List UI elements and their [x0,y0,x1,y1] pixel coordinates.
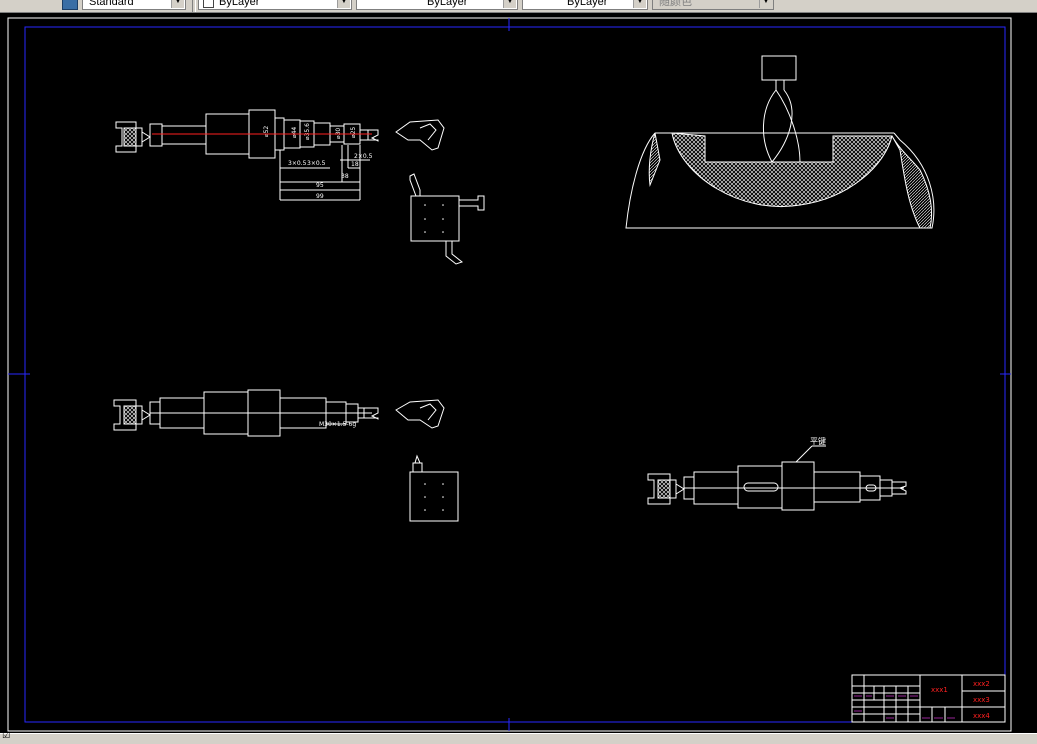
dim-text: 3×0.5 [307,160,326,167]
lineweight-dropdown[interactable]: ByLayer ▼ [522,0,648,10]
title-cell-4: xxx4 [973,712,990,720]
dim-text: ⌀35.6 [304,123,311,140]
chevron-down-icon[interactable]: ▼ [503,0,516,8]
shaft-view-middle: M30×1.5-6g [113,389,459,522]
text-style-icon[interactable] [62,0,78,10]
title-cell-1: xxx1 [931,686,948,694]
keyway-label: 平键 [810,436,826,446]
status-bar: ☑ [0,731,1037,744]
shaft-view-keyway: 平键 [647,436,907,511]
center-marks [8,18,1011,731]
dim-text: 3×0.5 [288,160,307,167]
linetype-dropdown[interactable]: ByLayer ▼ [356,0,518,10]
outer-frame [7,17,1012,732]
title-block: xxx1 xxx2 xxx3 xxx4 [851,674,1006,723]
color-value: ByLayer [219,0,260,8]
chevron-down-icon[interactable]: ▼ [633,0,646,8]
chevron-down-icon[interactable]: ▼ [759,0,772,8]
color-dropdown[interactable]: ByLayer ▼ [198,0,352,10]
dim-text: 38 [341,173,349,180]
title-cell-3: xxx3 [973,696,990,704]
properties-toolbar: Standard ▼ ByLayer ▼ ByLayer ▼ ByLayer ▼… [0,0,1037,13]
dim-text: 95 [316,182,324,189]
vertical-scrollbar[interactable] [1019,13,1037,731]
dim-text: ⌀25 [350,127,357,138]
title-cell-2: xxx2 [973,680,990,688]
chevron-down-icon[interactable]: ▼ [171,0,184,8]
color-swatch-icon [203,0,214,8]
text-style-value: Standard [89,0,134,8]
linetype-value: ByLayer [427,0,468,8]
chevron-down-icon[interactable]: ▼ [337,0,350,8]
dim-text: ⌀52 [263,126,270,137]
shaft-view-top: ⌀52 ⌀44 ⌀35.6 ⌀30 ⌀25 2×0.5 3×0.5 3×0.5 … [115,109,485,265]
dim-text: M30×1.5-6g [319,421,356,428]
dim-text: ⌀44 [291,127,298,138]
lineweight-value: ByLayer [567,0,608,8]
text-style-dropdown[interactable]: Standard ▼ [82,0,186,10]
milling-section-view [625,55,935,229]
inner-frame [24,26,1006,723]
ucs-icon: ☑ [2,731,11,741]
dim-text: 18 [351,161,359,168]
dim-text: 2×0.5 [354,153,373,160]
toolbar-separator [192,0,196,12]
dim-text: 99 [316,193,324,200]
plot-style-dropdown[interactable]: 随颜色 ▼ [652,0,774,10]
plot-style-value: 随颜色 [659,0,692,8]
drawing-canvas[interactable]: ⌀52 ⌀44 ⌀35.6 ⌀30 ⌀25 2×0.5 3×0.5 3×0.5 … [0,13,1037,733]
dim-text: ⌀30 [335,128,342,139]
